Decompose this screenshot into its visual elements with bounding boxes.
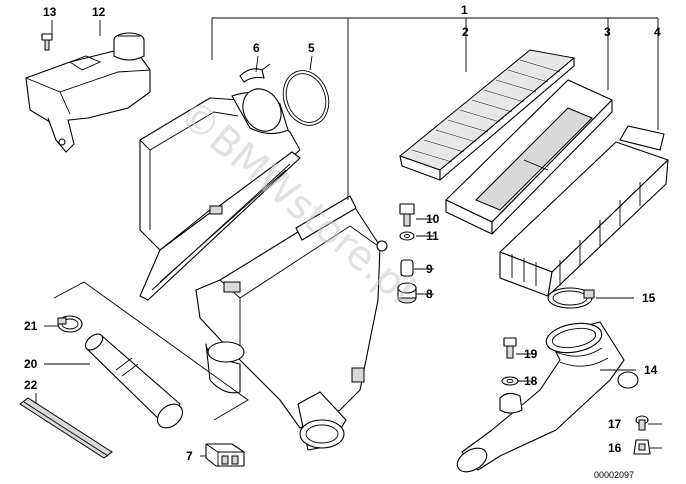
callout-10[interactable]: 10 [426, 212, 440, 226]
part-15-clamp[interactable] [547, 287, 595, 309]
part-4-carbon-insert[interactable] [499, 125, 669, 297]
part-8-mount[interactable] [397, 282, 417, 304]
callout-17[interactable]: 17 [608, 417, 622, 431]
part-1-lower-housing[interactable] [195, 195, 388, 451]
part-19-bolt[interactable] [503, 337, 517, 359]
part-6-clip[interactable] [239, 63, 271, 83]
part-9-grommet[interactable] [400, 259, 414, 277]
dash-marks [420, 235, 522, 382]
callout-labels: 1 2 3 4 5 6 7 8 9 10 11 12 13 14 15 16 1… [24, 3, 661, 463]
callout-2[interactable]: 2 [462, 25, 469, 39]
part-16-nut[interactable] [633, 439, 651, 455]
callout-19[interactable]: 19 [524, 347, 538, 361]
callout-6[interactable]: 6 [253, 41, 260, 55]
leader-lines [35, 17, 662, 457]
callout-18[interactable]: 18 [524, 374, 538, 388]
callout-4[interactable]: 4 [654, 25, 661, 39]
part-22-strap[interactable] [19, 397, 113, 459]
callout-20[interactable]: 20 [24, 357, 38, 371]
callout-15[interactable]: 15 [642, 291, 656, 305]
part-18-washer[interactable] [501, 376, 519, 386]
callout-11[interactable]: 11 [426, 229, 439, 243]
part-14-intake-duct[interactable] [453, 319, 639, 476]
part-13-bolt[interactable] [41, 33, 53, 51]
callout-9[interactable]: 9 [426, 262, 433, 276]
callout-13[interactable]: 13 [43, 5, 57, 19]
callout-21[interactable]: 21 [24, 319, 38, 333]
callout-8[interactable]: 8 [426, 287, 433, 301]
callout-14[interactable]: 14 [644, 363, 658, 377]
callout-22[interactable]: 22 [24, 378, 38, 392]
part-5-seal-ring[interactable] [276, 64, 336, 132]
callout-16[interactable]: 16 [608, 441, 622, 455]
callout-12[interactable]: 12 [92, 5, 106, 19]
part-20-hose[interactable] [82, 331, 187, 433]
callout-1[interactable]: 1 [461, 3, 468, 17]
callout-3[interactable]: 3 [604, 25, 611, 39]
part-7-connector[interactable] [205, 443, 245, 467]
part-1-upper-housing[interactable] [139, 82, 301, 301]
part-11-washer[interactable] [399, 231, 415, 241]
part-21-clamp[interactable] [57, 315, 83, 333]
part-10-bolt[interactable] [399, 203, 415, 227]
callout-5[interactable]: 5 [308, 41, 315, 55]
document-number: 00002097 [594, 470, 634, 480]
part-3-filter-frame[interactable] [445, 79, 613, 235]
part-17-screw[interactable] [635, 415, 649, 431]
callout-7[interactable]: 7 [186, 449, 193, 463]
hose-group-outline [53, 281, 249, 421]
part-12-reservoir[interactable] [25, 32, 151, 153]
part-2-filter-element[interactable] [398, 49, 576, 181]
